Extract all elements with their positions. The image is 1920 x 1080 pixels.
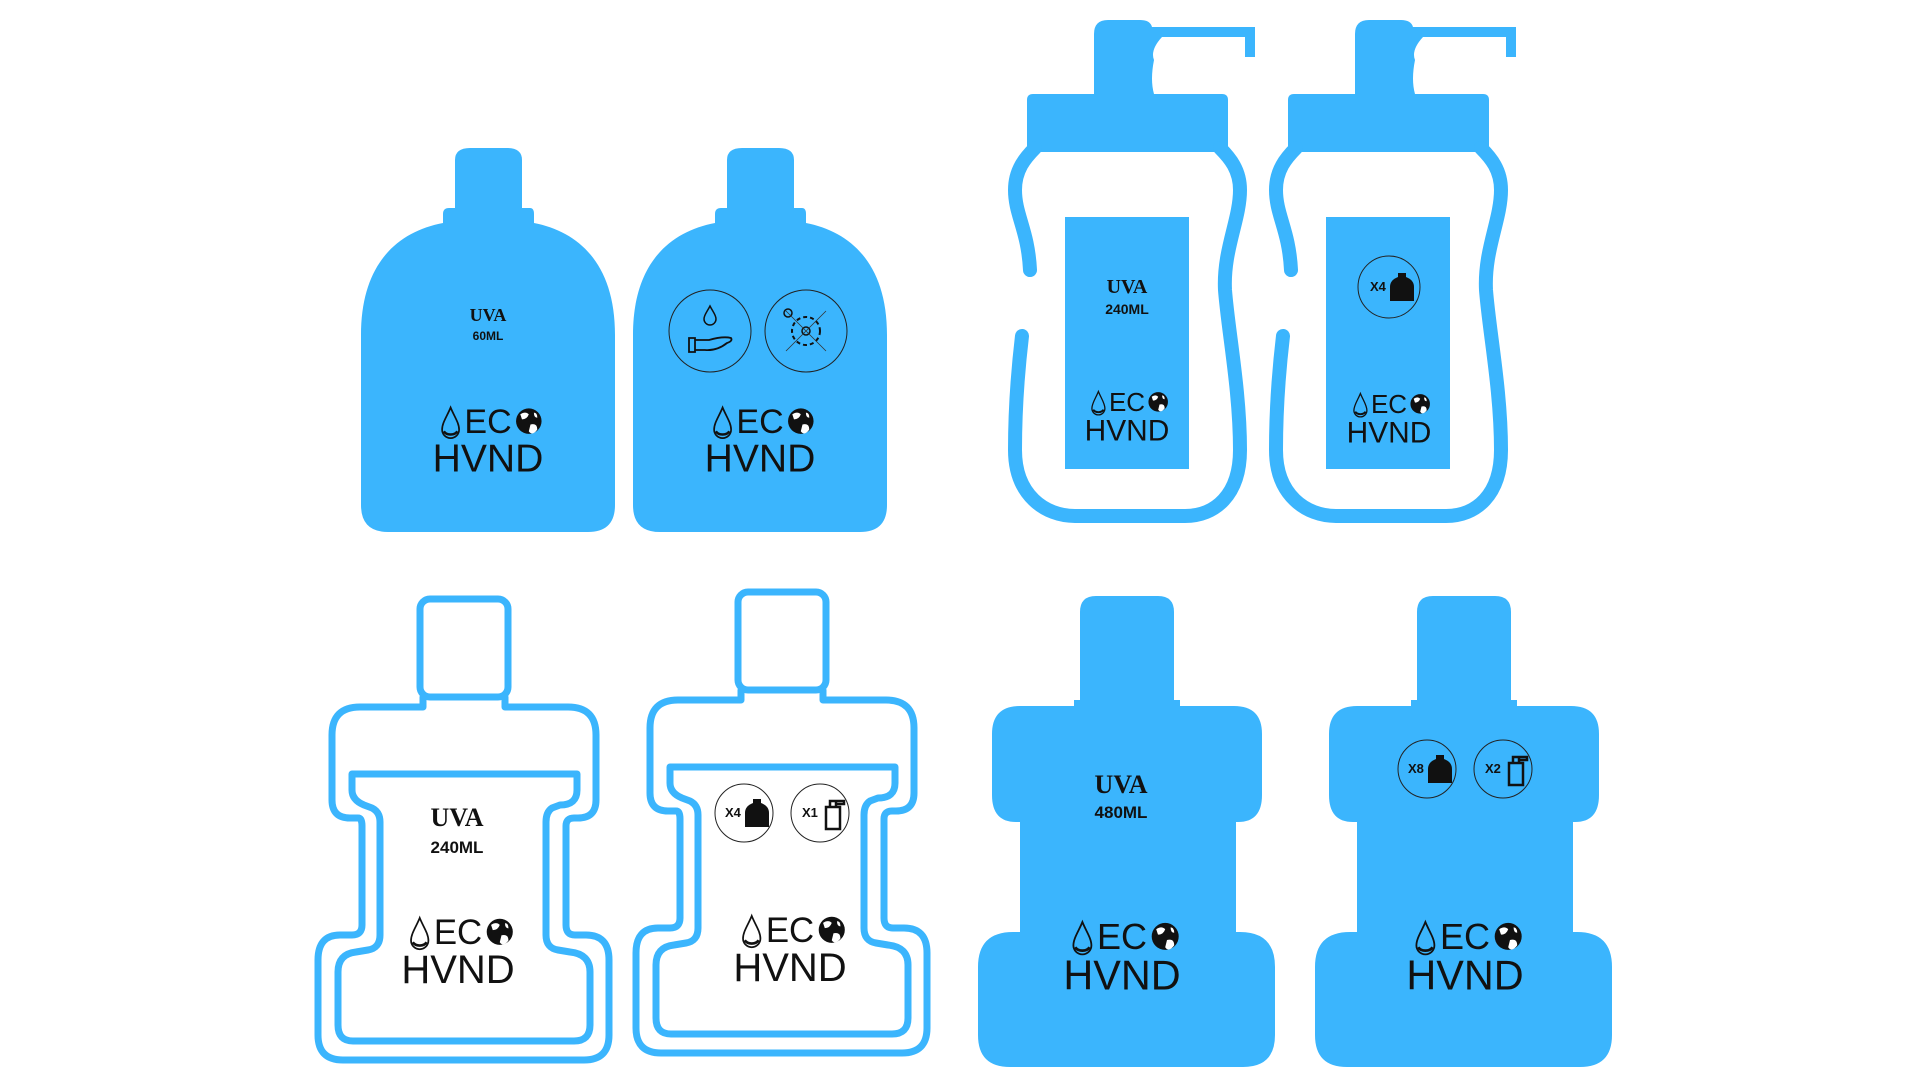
eco-hvnd-logo: EC HVND [433,403,544,480]
svg-text:HVND: HVND [1347,416,1432,449]
pack-x4-icon: X4 [1357,255,1421,319]
volume-label: 240ML [1105,301,1149,317]
eco-hvnd-logo: EC HVND [705,403,816,480]
eco-hvnd-logo: EC HVND [1347,389,1432,449]
eco-hvnd-logo: EC HVND [1085,387,1170,447]
svg-text:X1: X1 [802,805,818,820]
pack-x2-pump-icon: X2 [1473,739,1533,799]
pump-bottle-240ml-back: X4 EC HVND [1269,20,1516,523]
svg-text:EC: EC [1097,916,1147,957]
svg-text:X4: X4 [725,805,742,820]
eco-hvnd-logo: EC HVND [1063,916,1180,999]
volume-label: 60ML [473,329,504,343]
bottle-480ml-front: UVA 480ML EC HVND [978,596,1275,1067]
hand-sanitizer-icon [668,289,752,373]
eco-hvnd-logo: EC HVND [1406,916,1523,999]
svg-text:EC: EC [736,403,783,441]
eco-hvnd-logo: EC HVND [401,913,514,992]
svg-text:EC: EC [1371,389,1407,419]
pack-x8-icon: X8 [1397,739,1457,799]
svg-text:EC: EC [766,911,814,950]
svg-text:HVND: HVND [401,948,514,992]
volume-label: 480ML [1095,803,1148,822]
svg-text:HVND: HVND [1085,414,1170,447]
svg-text:HVND: HVND [433,437,544,480]
svg-text:HVND: HVND [1406,953,1523,999]
eco-hvnd-logo: EC HVND [733,911,846,990]
pack-x1-pump-icon: X1 [790,783,850,843]
bottle-60ml-front: UVA 60ML EC HVND [361,148,615,532]
svg-text:X2: X2 [1485,761,1501,776]
svg-text:HVND: HVND [705,437,816,480]
bottle-60ml-back: EC HVND [633,148,887,532]
svg-text:HVND: HVND [733,946,846,990]
svg-text:X8: X8 [1408,761,1424,776]
pump-bottle-240ml-front: UVA 240ML EC HVND [1008,20,1255,523]
product-name: UVA [1107,276,1148,298]
virus-crossed-icon [764,289,848,373]
product-name: UVA [431,803,484,832]
svg-text:EC: EC [1440,916,1490,957]
bottle-240ml-outline-front: UVA 240ML EC HVND [314,595,613,1064]
pack-x4-icon: X4 [714,783,774,843]
product-name: UVA [1095,770,1148,799]
svg-text:EC: EC [1109,387,1145,417]
product-name: UVA [470,305,507,325]
volume-label: 240ML [431,838,484,857]
svg-text:EC: EC [434,913,482,952]
svg-text:X4: X4 [1370,279,1387,294]
svg-text:EC: EC [464,403,511,441]
bottle-480ml-back: X8 X2 EC HVND [1315,596,1612,1067]
svg-text:HVND: HVND [1063,953,1180,999]
bottle-240ml-outline-back: X4 X1 EC HVND [632,588,931,1057]
